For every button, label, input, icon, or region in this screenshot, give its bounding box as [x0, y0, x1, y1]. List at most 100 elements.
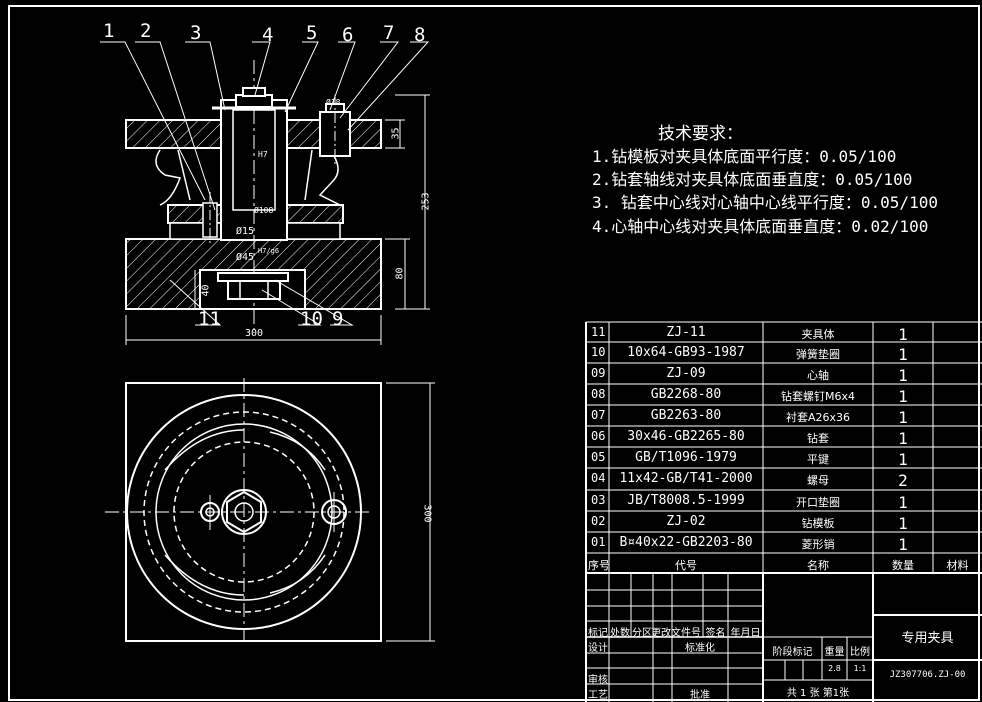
tb-date: 年月日: [730, 628, 761, 639]
dim-300-width: 300: [245, 328, 264, 339]
bom-row-no: 06: [591, 429, 606, 443]
tb-weight-value: 2.8: [828, 664, 841, 673]
bom-row-qty: 1: [898, 493, 908, 512]
bom-row-code: GB2263-80: [650, 408, 722, 423]
front-view: [125, 60, 430, 345]
requirements-title: 技术要求：: [658, 124, 743, 144]
bom-header-code: 代号: [675, 559, 697, 572]
top-view: [105, 378, 435, 645]
tb-design: 设计: [588, 643, 608, 654]
bom-row-name: 钻套: [807, 432, 829, 445]
tb-scale-value: 1:1: [853, 664, 867, 673]
leader-9: 9: [332, 308, 344, 330]
bom-header-material: 材料: [946, 559, 969, 572]
bom-row-name: 开口垫圈: [796, 496, 840, 509]
leader-1: 1: [103, 20, 115, 42]
bom-row-name: 钻模板: [801, 517, 835, 530]
bom-row-no: 10: [591, 345, 606, 359]
dim-fit-h7: H7: [258, 150, 268, 159]
dim-253: 253: [420, 192, 432, 211]
bom-row-qty: 1: [898, 366, 908, 385]
bom-row-name: 心轴: [807, 369, 829, 382]
tb-doc: 更改文件号: [651, 628, 701, 639]
leader-7: 7: [383, 22, 395, 44]
dim-300-height: 300: [421, 504, 433, 523]
tb-count: 处数: [610, 628, 630, 639]
bom-row-code: ZJ-09: [666, 366, 706, 381]
requirement-4: 4.心轴中心线对夹具体底面垂直度：0.02/100: [592, 217, 929, 236]
tb-standard: 标准化: [685, 643, 715, 654]
bom-row-code: 30x46-GB2265-80: [627, 429, 745, 444]
tb-review: 审核: [588, 675, 608, 686]
bom-row-no: 04: [591, 471, 606, 485]
bom-header-name: 名称: [807, 559, 829, 572]
bom-row-qty: 1: [898, 387, 908, 406]
tb-zone: 分区: [632, 628, 652, 639]
bom-row-no: 09: [591, 366, 606, 380]
leader-6: 6: [342, 24, 354, 46]
tb-weight: 重量: [824, 647, 845, 658]
bom-row-code: 11x42-GB/T41-2000: [619, 471, 753, 486]
bom-row-no: 08: [591, 387, 606, 401]
dim-phi108: Ø108: [254, 206, 274, 215]
tb-approve: 批准: [690, 690, 710, 701]
bom-row-name: 菱形销: [801, 538, 835, 551]
dim-35: 35: [390, 127, 402, 140]
bom-row-name: 夹具体: [801, 328, 835, 341]
tb-drawing-name: 专用夹具: [901, 631, 954, 646]
bom-row-no: 03: [591, 493, 606, 507]
leader-4: 4: [262, 24, 274, 46]
dim-phi18: Ø18: [326, 98, 341, 107]
bom-row-code: ZJ-02: [666, 514, 706, 529]
tb-sheets: 共 1 张 第1张: [786, 688, 850, 699]
drawing-border: [8, 5, 980, 701]
leader-10: 10: [300, 308, 323, 330]
bom-row-code: GB2268-80: [650, 387, 722, 402]
dim-phi15: Ø15: [236, 226, 255, 237]
leader-2: 2: [140, 20, 152, 42]
tb-drawing-number: JZ307706.ZJ-00: [889, 670, 966, 680]
bom-row-no: 01: [591, 535, 606, 549]
bom-row-code: 10x64-GB93-1987: [627, 345, 745, 360]
leader-3: 3: [190, 22, 202, 44]
requirement-3: 3. 钻套中心线对心轴中心线平行度：0.05/100: [592, 193, 938, 212]
bom-row-qty: 1: [898, 408, 908, 427]
bom-row-no: 05: [591, 450, 606, 464]
bom-table: [585, 321, 982, 702]
bom-row-qty: 1: [898, 535, 908, 554]
tb-mark: 标记: [588, 628, 608, 639]
bom-row-no: 07: [591, 408, 606, 422]
bom-row-qty: 1: [898, 450, 908, 469]
tb-stage: 阶段标记: [772, 647, 813, 658]
title-block: [586, 573, 982, 702]
bom-row-qty: 1: [898, 429, 908, 448]
dim-phi45: Ø45: [236, 252, 255, 263]
bom-row-name: 平键: [807, 453, 829, 466]
tb-sign: 签名: [705, 628, 726, 639]
dim-80: 80: [394, 267, 406, 280]
bom-row-no: 02: [591, 514, 606, 528]
bom-row-no: 11: [591, 325, 606, 339]
bom-row-qty: 1: [898, 345, 908, 364]
bom-header-qty: 数量: [892, 559, 914, 572]
bom-row-name: 钻套螺钉M6x4: [781, 390, 855, 403]
leader-5: 5: [306, 22, 318, 44]
bom-row-qty: 1: [898, 325, 908, 344]
tb-process: 工艺: [588, 690, 608, 701]
bom-row-code: GB/T1096-1979: [635, 450, 737, 465]
bom-header-no: 序号: [588, 559, 610, 572]
bom-row-code: B¤40x22-GB2203-80: [619, 535, 753, 550]
bom-row-code: ZJ-11: [666, 325, 706, 340]
bom-row-qty: 2: [898, 471, 908, 490]
bom-row-name: 螺母: [807, 474, 829, 487]
leader-lines: [100, 41, 430, 326]
requirement-2: 2.钻套轴线对夹具体底面垂直度：0.05/100: [592, 170, 913, 189]
tb-scale: 比例: [850, 647, 870, 658]
bom-row-name: 弹簧垫圈: [796, 348, 840, 361]
requirement-1: 1.钻模板对夹具体底面平行度：0.05/100: [592, 147, 897, 166]
dim-phi45-fit: H7/g6: [258, 247, 280, 255]
dim-40: 40: [200, 284, 212, 297]
bom-row-qty: 1: [898, 514, 908, 533]
leader-11: 11: [198, 308, 221, 330]
